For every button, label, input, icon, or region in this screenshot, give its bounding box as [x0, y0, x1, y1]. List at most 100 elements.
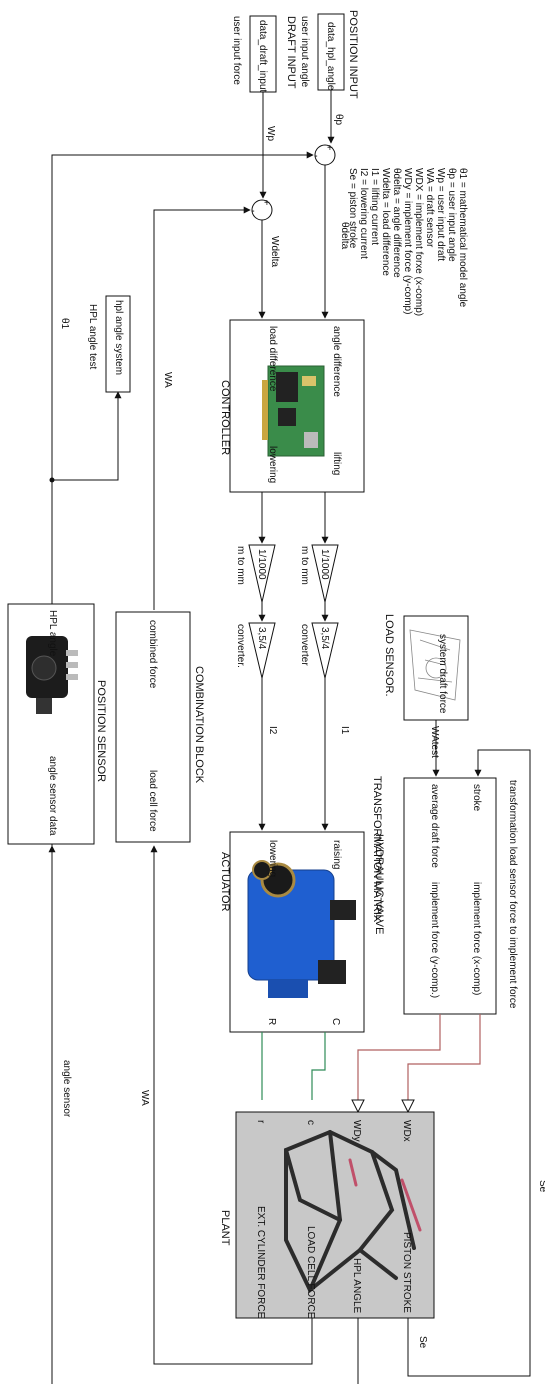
gain-lifting-mm-caption: m to mm [299, 546, 310, 585]
combination-in-label: load cell force [147, 770, 158, 832]
gain-lowering-mm-value: 1/1000 [256, 549, 267, 580]
gain-lifting-mm[interactable]: 1/1000 [311, 544, 339, 603]
combination-out-label: combined force [147, 620, 158, 689]
signal-wa-feedback: WA [162, 372, 173, 388]
position-sensor-in-label: angle sensor data [47, 756, 58, 836]
matrix-to-plant-wires [357, 1014, 481, 1100]
position-input-block-label: data_hpl_angle [325, 22, 336, 91]
plant-in-c: c [305, 1120, 316, 1125]
controller-title: CONTROLLER [219, 380, 231, 455]
legend: θ1 = mathematical model angle θp = user … [347, 168, 468, 316]
load-sensor-title: LOAD SENSOR. [383, 614, 395, 697]
load-sensor-block[interactable] [403, 615, 469, 721]
signal-i1: I1 [339, 726, 350, 735]
plant-out-load: LOAD CELL FORCE [305, 1226, 316, 1319]
transformation-in-stroke: stroke [471, 784, 482, 812]
se-feedback-wire [407, 749, 531, 1377]
actuator-in-raising: raising [331, 840, 342, 869]
plant-feedback-wires [48, 845, 359, 1384]
actuator-in-lowering: lowering [267, 840, 278, 877]
actuator-subtitle-visible: HYDRAULIC VALVE [373, 834, 385, 934]
legend-line: θp = user input angle [446, 168, 457, 262]
gain-lifting-converter-caption: converter [299, 624, 310, 666]
gain-lowering-converter-caption: converter. [235, 624, 246, 668]
plant-out-piston: PISTON STROKE [401, 1232, 412, 1313]
hpl-angle-test-caption: HPL angle test [87, 304, 98, 369]
controller-out-lowering: lowering [267, 446, 278, 483]
arrow-wdx [401, 1099, 415, 1114]
position-input-title: POSITION INPUT [347, 10, 359, 99]
signal-se-top: Se [537, 1180, 545, 1193]
draft-input-signal: Wp [265, 126, 276, 141]
combination-block[interactable] [115, 611, 191, 843]
signal-wa-test: WAtest [429, 726, 440, 758]
plant-in-r: r [255, 1120, 266, 1124]
hpl-angle-test-block[interactable] [105, 295, 131, 393]
sum-load-plus: + [264, 198, 270, 209]
draft-input-title: DRAFT INPUT [285, 16, 297, 89]
signal-theta-delta: θdelta [339, 222, 350, 250]
position-sensor-title: POSITION SENSOR [95, 680, 107, 782]
legend-line: WDy = implement force (y-comp) [402, 168, 413, 314]
signal-se-bottom: Se [417, 1336, 428, 1349]
signal-w-delta: Wdelta [269, 236, 280, 268]
controller-card-image [262, 365, 325, 457]
gain-lowering-converter[interactable]: 3,5/4 [248, 622, 276, 679]
hydraulic-valve-image [247, 860, 356, 998]
legend-line: Wp = user input draft [435, 168, 446, 261]
plant-out-ext: EXT. CYLINDER FORCE [255, 1206, 266, 1319]
transformation-matrix-block[interactable] [403, 777, 497, 1015]
sum-load-block[interactable]: + - [251, 198, 273, 221]
signal-angle-sensor: angle sensor [61, 1060, 72, 1118]
legend-line: Wdelta = load difference [380, 168, 391, 276]
legend-line: θ1 = mathematical model angle [457, 168, 468, 308]
sum-angle-plus: + [327, 143, 333, 154]
controller-in-load: load difference [267, 326, 278, 392]
hpl-angle-test-block-label: hpl angle system [113, 300, 124, 375]
position-input-caption: user input angle [299, 16, 310, 88]
sum-angle-block[interactable]: + - [314, 143, 336, 166]
legend-line: Se = piston stroke [347, 168, 358, 249]
controller-block[interactable] [229, 319, 365, 493]
transformation-title: TRANSFORMATION MATRIX [371, 776, 383, 923]
plant-in-wdy: WDy [351, 1120, 362, 1142]
load-sensor-port: system draft force [437, 634, 448, 714]
plant-block[interactable] [235, 1111, 435, 1319]
draft-input-block-label: data_draft_input [257, 20, 268, 93]
plant-out-hpl: HPL ANGLE [351, 1258, 362, 1314]
load-sensor-sketch [409, 629, 461, 701]
legend-line: I1 = lifting current [369, 168, 380, 245]
arrow-wdy [351, 1099, 365, 1114]
gain-lifting-converter[interactable]: 3,5/4 [311, 622, 339, 679]
plant-linkage-image [284, 1129, 422, 1294]
actuator-out-c: C [330, 1018, 341, 1025]
draft-input-block[interactable] [249, 15, 277, 93]
legend-line: I2 = lowering current [358, 168, 369, 259]
transformation-out-x: implement force (x-comp) [471, 882, 482, 995]
branch-dot [49, 477, 55, 483]
controller-wires [258, 492, 329, 831]
legend-line: WA = draft sensor [424, 168, 435, 248]
signal-wa-plant: WA [139, 1090, 150, 1106]
input-wires [51, 90, 335, 1384]
draft-input-caption: user input force [231, 16, 242, 85]
angle-sensor-image [26, 636, 78, 714]
gain-lowering-mm[interactable]: 1/1000 [248, 544, 276, 603]
position-input-signal: θp [333, 114, 344, 126]
actuator-out-r: R [266, 1018, 277, 1025]
actuator-to-plant-wires [261, 1032, 326, 1100]
sum-load-minus: - [251, 205, 255, 217]
actuator-title: ACTUATOR [219, 852, 231, 912]
signal-theta1: θ1 [59, 318, 70, 330]
legend-line: θdelta = angle difference [391, 168, 402, 278]
transformation-out-y: implement force (y-comp.) [429, 882, 440, 998]
controller-out-lifting: lifting [331, 452, 342, 475]
signal-i2: I2 [267, 726, 278, 735]
plant-in-wdx: WDx [401, 1120, 412, 1142]
plant-title: PLANT [219, 1210, 231, 1246]
sum-angle-minus: - [314, 150, 318, 162]
combination-title: COMBINATION BLOCK [193, 666, 205, 784]
transformation-in-avg: average draft force [429, 784, 440, 868]
transformation-subtitle: transformation load sensor force to impl… [507, 780, 518, 1009]
